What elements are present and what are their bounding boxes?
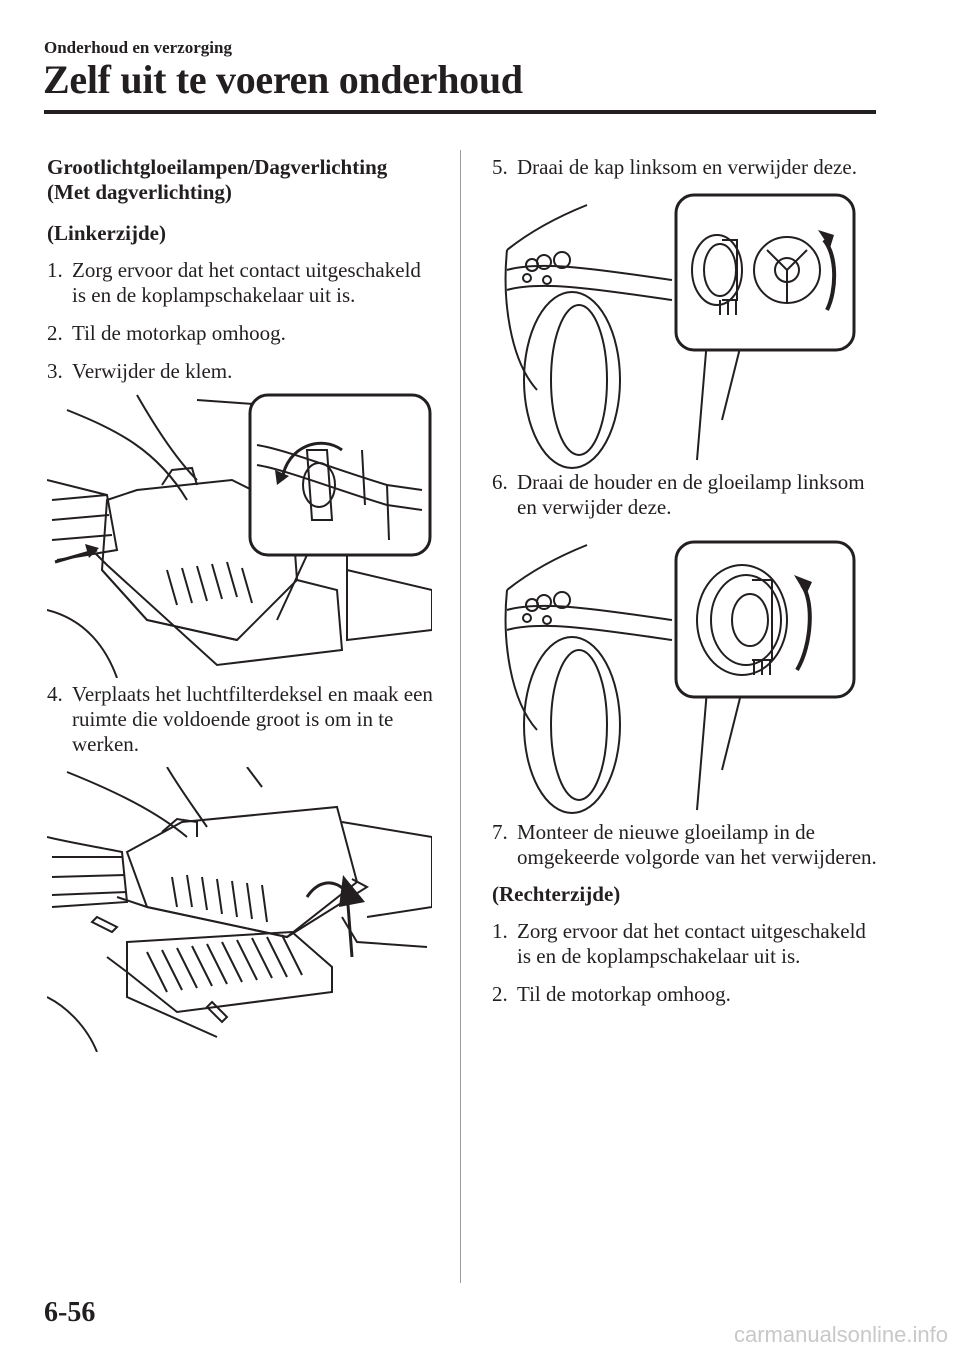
step-item: 5. Draai de kap linksom en verwijder deze…: [492, 155, 882, 180]
step-number: 4.: [47, 682, 63, 706]
step-text: Verwijder de klem.: [72, 359, 233, 383]
right-column: 5. Draai de kap linksom en verwijder deze…: [492, 155, 882, 1007]
subsection-heading: Grootlichtgloeilampen/Dagverlichting: [47, 155, 388, 179]
step-number: 5.: [492, 155, 508, 179]
step-text: Zorg ervoor dat het contact uitgeschakel…: [517, 919, 866, 968]
step-number: 6.: [492, 470, 508, 494]
step-number: 1.: [492, 919, 508, 943]
step-number: 2.: [492, 982, 508, 1006]
step-item: 6. Draai de houder en de gloeilamp linkso…: [492, 470, 882, 520]
illustration-remove-clamp: [47, 390, 437, 682]
step-text: Til de motorkap omhoog.: [517, 982, 731, 1006]
step-number: 7.: [492, 820, 508, 844]
step-text: Verplaats het luchtfilterdeksel en maak …: [72, 682, 433, 756]
header-rule: [44, 110, 876, 114]
step-item: 1. Zorg ervoor dat het contact uitgeschak…: [492, 919, 882, 969]
left-column: Grootlichtgloeilampen/Dagverlichting (Me…: [47, 155, 437, 1052]
illustration-remove-bulb-holder: [492, 530, 882, 820]
column-divider: [460, 150, 461, 1283]
page-title: Zelf uit te voeren onderhoud: [43, 57, 523, 102]
subsection-subheading: (Met dagverlichting): [47, 180, 232, 204]
section-title: Onderhoud en verzorging: [44, 38, 232, 57]
watermark-text: carmanualsonline.info: [733, 1322, 948, 1347]
step-text: Monteer de nieuwe gloeilamp in de omgeke…: [517, 820, 877, 869]
step-text: Til de motorkap omhoog.: [72, 321, 286, 345]
page-number: 6-56: [44, 1297, 96, 1328]
illustration-remove-cap: [492, 190, 882, 470]
step-item: 7. Monteer de nieuwe gloeilamp in de omge…: [492, 820, 882, 870]
step-text: Draai de houder en de gloeilamp linksom …: [517, 470, 865, 519]
side-label-left: (Linkerzijde): [47, 221, 166, 245]
step-item: 4. Verplaats het luchtfilterdeksel en maa…: [47, 682, 437, 757]
step-number: 1.: [47, 258, 63, 282]
step-item: 2. Til de motorkap omhoog.: [47, 321, 437, 346]
step-item: 1. Zorg ervoor dat het contact uitgeschak…: [47, 258, 437, 308]
step-item: 3. Verwijder de klem.: [47, 359, 437, 384]
side-label-right: (Rechterzijde): [492, 882, 621, 906]
illustration-move-air-filter-cover: [47, 767, 437, 1052]
step-number: 2.: [47, 321, 63, 345]
step-text: Draai de kap linksom en verwijder deze.: [517, 155, 857, 179]
step-number: 3.: [47, 359, 63, 383]
step-item: 2. Til de motorkap omhoog.: [492, 982, 882, 1007]
step-text: Zorg ervoor dat het contact uitgeschakel…: [72, 258, 421, 307]
